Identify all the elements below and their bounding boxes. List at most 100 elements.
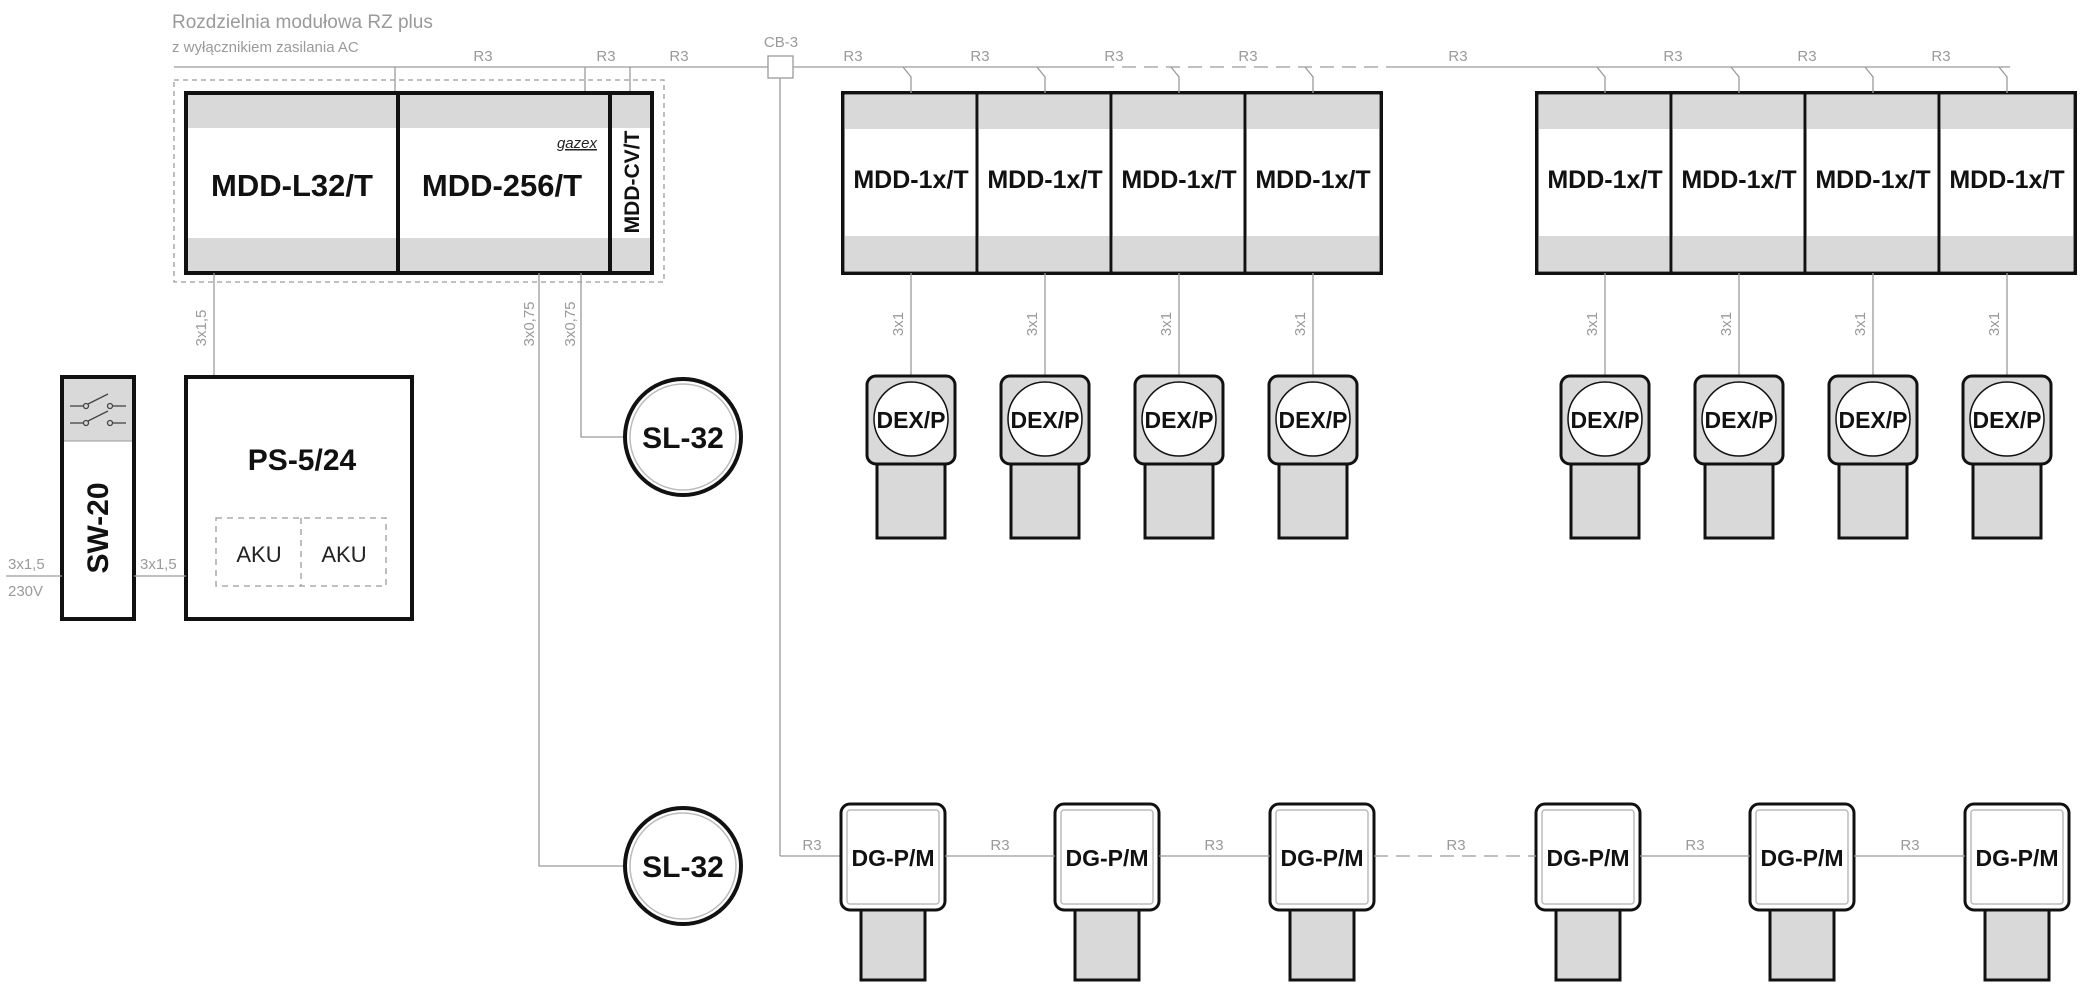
dex-p-label: DEX/P bbox=[1010, 407, 1079, 433]
r3-label: R3 bbox=[596, 48, 615, 65]
r3-label: R3 bbox=[1104, 48, 1123, 65]
dg-p-m-label: DG-P/M bbox=[1760, 845, 1843, 871]
cable-sl32-top bbox=[580, 273, 624, 438]
sl32-label: SL-32 bbox=[642, 851, 724, 884]
enclosure-title: Rozdzielnia modułowa RZ plus bbox=[172, 12, 433, 33]
mdd-l32-label: MDD-L32/T bbox=[211, 168, 373, 203]
cable-label-3x1: 3x1 bbox=[1718, 312, 1735, 336]
bus-drop bbox=[1596, 66, 1606, 93]
brand-logo: gazex bbox=[557, 135, 598, 152]
cable-label-3x0-75: 3x0,75 bbox=[521, 301, 538, 346]
mdd-1x-module: MDD-1x/T 3x1 bbox=[1803, 66, 1943, 376]
cable-label-3x1: 3x1 bbox=[1584, 312, 1601, 336]
dex-p-sensor: DEX/P bbox=[1267, 374, 1359, 540]
sw20-label: SW-20 bbox=[82, 482, 115, 573]
dg-p-m-sensor: DG-P/M bbox=[1534, 802, 1642, 982]
switch-symbol-icon bbox=[70, 393, 126, 427]
r3-label: R3 bbox=[1238, 48, 1257, 65]
mdd-1x-label: MDD-1x/T bbox=[1255, 166, 1370, 194]
aku-label: AKU bbox=[321, 542, 366, 567]
dg-p-m-sensor: DG-P/M bbox=[1268, 802, 1376, 982]
dex-p-label: DEX/P bbox=[1570, 407, 1639, 433]
dex-p-label: DEX/P bbox=[1144, 407, 1213, 433]
r3-label: R3 bbox=[990, 837, 1009, 854]
mdd-1x-module: MDD-1x/T 3x1 bbox=[1669, 66, 1809, 376]
cable-label-3x1-5: 3x1,5 bbox=[193, 310, 210, 347]
r3-label: R3 bbox=[1204, 837, 1223, 854]
dex-p-sensor: DEX/P bbox=[865, 374, 957, 540]
mdd-cv-label: MDD-CV/T bbox=[621, 131, 644, 234]
bus-drop bbox=[1864, 66, 1874, 93]
cable-label-3x1: 3x1 bbox=[1852, 312, 1869, 336]
dex-p-sensor: DEX/P bbox=[1133, 374, 1225, 540]
dg-p-m-label: DG-P/M bbox=[851, 845, 934, 871]
dex-p-label: DEX/P bbox=[1704, 407, 1773, 433]
dex-p-sensor: DEX/P bbox=[1693, 374, 1785, 540]
dex-p-sensor: DEX/P bbox=[1961, 374, 2053, 540]
mdd-1x-label: MDD-1x/T bbox=[1547, 166, 1662, 194]
r3-label: R3 bbox=[843, 48, 862, 65]
r3-label: R3 bbox=[1931, 48, 1950, 65]
dg-p-m-sensor: DG-P/M bbox=[1963, 802, 2071, 982]
mdd-1x-label: MDD-1x/T bbox=[1121, 166, 1236, 194]
cable-label-3x1: 3x1 bbox=[1986, 312, 2003, 336]
sl32-siren-top bbox=[623, 377, 743, 497]
dg-p-m-sensor: DG-P/M bbox=[1748, 802, 1856, 982]
mdd-1x-module: MDD-1x/T 3x1 bbox=[841, 66, 981, 376]
cable-label-3x1: 3x1 bbox=[1024, 312, 1041, 336]
mdd-1x-label: MDD-1x/T bbox=[987, 166, 1102, 194]
r3-label: R3 bbox=[1685, 837, 1704, 854]
mdd-1x-label: MDD-1x/T bbox=[1815, 166, 1930, 194]
cable-label-3x1-5: 3x1,5 bbox=[140, 556, 177, 573]
dex-p-label: DEX/P bbox=[1278, 407, 1347, 433]
bus-drop bbox=[1170, 66, 1180, 93]
enclosure-subtitle: z wyłącznikiem zasilania AC bbox=[172, 39, 359, 56]
dg-p-m-label: DG-P/M bbox=[1065, 845, 1148, 871]
cb3-label: CB-3 bbox=[764, 34, 798, 51]
dex-p-sensor: DEX/P bbox=[999, 374, 1091, 540]
rz-module-group: MDD-L32/T gazex MDD-256/T MDD-CV/T bbox=[184, 91, 654, 275]
dex-p-sensor: DEX/P bbox=[1559, 374, 1651, 540]
mdd-1x-module: MDD-1x/T 3x1 bbox=[1109, 66, 1249, 376]
ps-power-supply bbox=[184, 375, 414, 621]
bus-drop bbox=[1730, 66, 1740, 93]
cable-label-3x0-75: 3x0,75 bbox=[562, 301, 579, 346]
dg-p-m-sensor: DG-P/M bbox=[1053, 802, 1161, 982]
r3-label: R3 bbox=[802, 837, 821, 854]
dex-p-label: DEX/P bbox=[1972, 407, 2041, 433]
dex-p-sensor: DEX/P bbox=[1827, 374, 1919, 540]
mdd-1x-module: MDD-1x/T 3x1 bbox=[1535, 66, 1675, 376]
sl32-label: SL-32 bbox=[642, 422, 724, 455]
r3-label: R3 bbox=[473, 48, 492, 65]
mdd-256-label: MDD-256/T bbox=[422, 168, 582, 203]
cb3-box bbox=[767, 55, 794, 79]
mdd-1x-module: MDD-1x/T 3x1 bbox=[975, 66, 1115, 376]
r3-label: R3 bbox=[669, 48, 688, 65]
r3-label: R3 bbox=[1448, 48, 1467, 65]
dg-p-m-label: DG-P/M bbox=[1280, 845, 1363, 871]
bus-drop bbox=[1998, 66, 2008, 93]
sl32-siren-bottom bbox=[623, 806, 743, 926]
mdd-1x-label: MDD-1x/T bbox=[853, 166, 968, 194]
cable-label-3x1: 3x1 bbox=[1158, 312, 1175, 336]
r3-label: R3 bbox=[1663, 48, 1682, 65]
r3-label: R3 bbox=[1797, 48, 1816, 65]
dex-p-label: DEX/P bbox=[1838, 407, 1907, 433]
bus-drop bbox=[1036, 66, 1046, 93]
bus-drop bbox=[1304, 66, 1314, 93]
ps-label: PS-5/24 bbox=[248, 444, 357, 477]
enclosure-outline bbox=[173, 79, 665, 283]
dg-p-m-label: DG-P/M bbox=[1546, 845, 1629, 871]
voltage-label: 230V bbox=[8, 583, 43, 600]
mdd-1x-label: MDD-1x/T bbox=[1681, 166, 1796, 194]
r3-label: R3 bbox=[1446, 837, 1465, 854]
dg-p-m-label: DG-P/M bbox=[1975, 845, 2058, 871]
r3-label: R3 bbox=[970, 48, 989, 65]
cable-label-3x1: 3x1 bbox=[890, 312, 907, 336]
cable-sl32-bottom bbox=[538, 273, 624, 867]
dg-p-m-sensor: DG-P/M bbox=[839, 802, 947, 982]
r3-label: R3 bbox=[1900, 837, 1919, 854]
